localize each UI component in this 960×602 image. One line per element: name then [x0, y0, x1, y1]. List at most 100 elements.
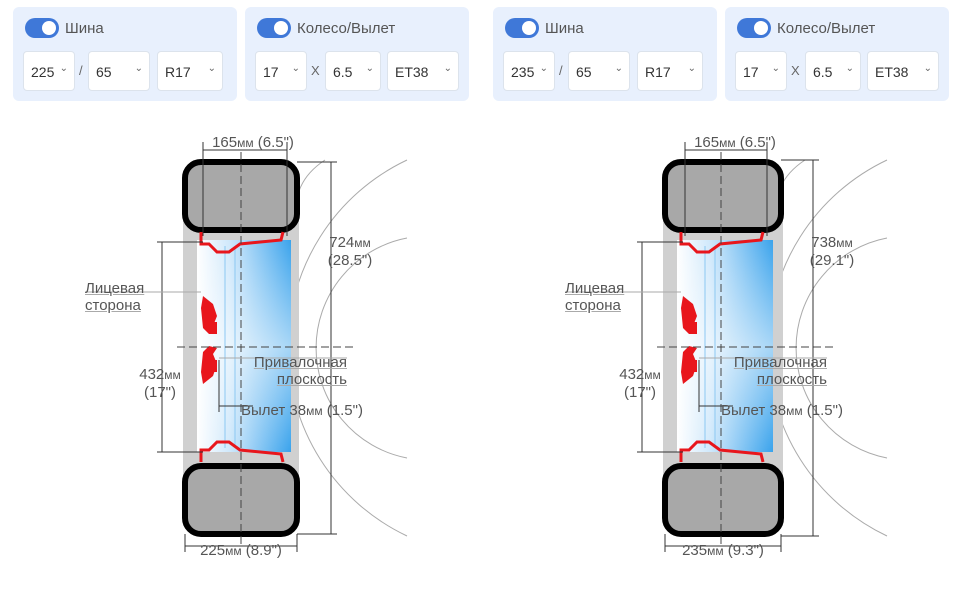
chevron-down-icon: ⌄ — [207, 63, 216, 74]
rim-width-value: 165 — [694, 134, 720, 151]
toggle-switch-icon[interactable] — [25, 18, 59, 38]
outer-diameter-inch: (29.1") — [809, 252, 855, 269]
right-tire-toggle-group[interactable]: Шина — [505, 17, 584, 39]
mount-label-line-1: Привалочная — [253, 354, 347, 371]
chevron-down-icon: ⌄ — [539, 63, 548, 74]
right-wheel-toggle-group[interactable]: Колесо/Вылет — [737, 17, 875, 39]
outer-diameter-value: 738 — [811, 234, 837, 251]
offset-value: 38 — [289, 402, 307, 419]
left-tire-rim-value: R17 — [165, 64, 191, 80]
wheel-barrel-shade — [197, 240, 291, 452]
inner-arc — [795, 237, 888, 459]
left-tire-separator: / — [79, 63, 83, 78]
wheel-barrel-shade — [677, 240, 773, 452]
offset-value: 38 — [769, 402, 787, 419]
right-wheel-panel: Колесо/Вылет 17 ⌄ X 6.5 ⌄ ET38 ⌄ — [725, 7, 949, 101]
rim-diameter-label: 432мм(17") — [607, 366, 673, 401]
tire-width-label: 235мм (9.3") — [663, 542, 783, 560]
left-tire-profile-value: 65 — [96, 64, 112, 80]
toggle-switch-icon[interactable] — [505, 18, 539, 38]
left-wheel-offset-value: ET38 — [395, 64, 429, 80]
chevron-down-icon: ⌄ — [443, 63, 452, 74]
right-tire-separator: / — [559, 63, 563, 78]
chevron-down-icon: ⌄ — [365, 63, 374, 74]
tire-width-unit: мм — [225, 544, 242, 558]
right-tire-rim-select[interactable]: R17 ⌄ — [637, 51, 703, 91]
left-wheel-offset-select[interactable]: ET38 ⌄ — [387, 51, 459, 91]
hub-top — [209, 322, 217, 334]
left-wheel-diameter-select[interactable]: 17 ⌄ — [255, 51, 307, 91]
rim-width-unit: мм — [719, 136, 736, 150]
chevron-down-icon: ⌄ — [614, 63, 623, 74]
left-tire-panel: Шина 225 ⌄ / 65 ⌄ R17 ⌄ — [13, 7, 237, 101]
mount-label-line-1: Привалочная — [733, 354, 827, 371]
rim-width-unit: мм — [237, 136, 254, 150]
left-tire-toggle-group[interactable]: Шина — [25, 17, 104, 39]
tire-width-unit: мм — [707, 544, 724, 558]
left-wheel-separator: X — [311, 63, 320, 78]
hub-bottom — [209, 360, 217, 372]
tire-width-label: 225мм (8.9") — [181, 542, 301, 560]
rim-diameter-value: 432 — [139, 366, 165, 383]
tire-top — [662, 159, 784, 233]
right-wheel-separator: X — [791, 63, 800, 78]
right-wheel-width-select[interactable]: 6.5 ⌄ — [805, 51, 861, 91]
rim-diameter-inch: (17") — [144, 384, 176, 401]
left-wheel-toggle-label: Колесо/Вылет — [297, 19, 396, 37]
tire-width-inch: (8.9") — [241, 542, 282, 559]
right-tire-toggle-label: Шина — [545, 19, 584, 37]
chevron-down-icon: ⌄ — [59, 63, 68, 74]
inner-arc — [315, 237, 408, 459]
face-label-line-1: Лицевая — [565, 280, 625, 297]
outer-diameter-unit: мм — [836, 236, 853, 250]
left-tire-width-select[interactable]: 225 ⌄ — [23, 51, 75, 91]
left-tire-rim-select[interactable]: R17 ⌄ — [157, 51, 223, 91]
face-label-line-1: Лицевая — [85, 280, 145, 297]
offset-prefix: Вылет — [721, 402, 770, 419]
rim-width-inch: (6.5") — [253, 134, 294, 151]
mount-label-line-2: плоскость — [756, 371, 827, 388]
left-wheel-toggle-group[interactable]: Колесо/Вылет — [257, 17, 395, 39]
left-wheel-width-select[interactable]: 6.5 ⌄ — [325, 51, 381, 91]
right-tire-profile-select[interactable]: 65 ⌄ — [568, 51, 630, 91]
right-wheel-offset-select[interactable]: ET38 ⌄ — [867, 51, 939, 91]
tire-width-inch: (9.3") — [723, 542, 764, 559]
rim-flange-top — [679, 231, 765, 254]
toggle-switch-icon[interactable] — [737, 18, 771, 38]
right-wheel-diameter-value: 17 — [743, 64, 759, 80]
right-tire-profile-value: 65 — [576, 64, 592, 80]
outer-arc — [287, 159, 408, 537]
right-tire-width-select[interactable]: 235 ⌄ — [503, 51, 555, 91]
rim-diameter-unit: мм — [164, 368, 181, 382]
outer-diameter-value: 724 — [329, 234, 355, 251]
chevron-down-icon: ⌄ — [291, 63, 300, 74]
left-tire-width-value: 225 — [31, 64, 55, 80]
rim-width-label: 165мм (6.5") — [685, 134, 785, 152]
hub-bottom — [689, 360, 697, 372]
offset-unit: мм — [786, 404, 803, 418]
left-wheel-width-value: 6.5 — [333, 64, 353, 80]
right-wheel-diameter-select[interactable]: 17 ⌄ — [735, 51, 787, 91]
right-wheel-width-value: 6.5 — [813, 64, 833, 80]
offset-unit: мм — [306, 404, 323, 418]
outer-arc — [767, 159, 888, 537]
face-label-line-2: сторона — [85, 297, 141, 314]
left-wheel-cross-section — [85, 142, 408, 552]
left-wheel-panel: Колесо/Вылет 17 ⌄ X 6.5 ⌄ ET38 ⌄ — [245, 7, 469, 101]
left-tire-profile-select[interactable]: 65 ⌄ — [88, 51, 150, 91]
rim-width-label: 165мм (6.5") — [203, 134, 303, 152]
offset-prefix: Вылет — [241, 402, 290, 419]
toggle-switch-icon[interactable] — [257, 18, 291, 38]
outer-diameter-unit: мм — [354, 236, 371, 250]
hub-top — [689, 322, 697, 334]
outer-arc — [295, 159, 326, 224]
chevron-down-icon: ⌄ — [134, 63, 143, 74]
toggle-knob — [274, 21, 288, 35]
chevron-down-icon: ⌄ — [923, 63, 932, 74]
tire-bottom — [662, 463, 784, 537]
offset-inch: (1.5") — [802, 402, 843, 419]
